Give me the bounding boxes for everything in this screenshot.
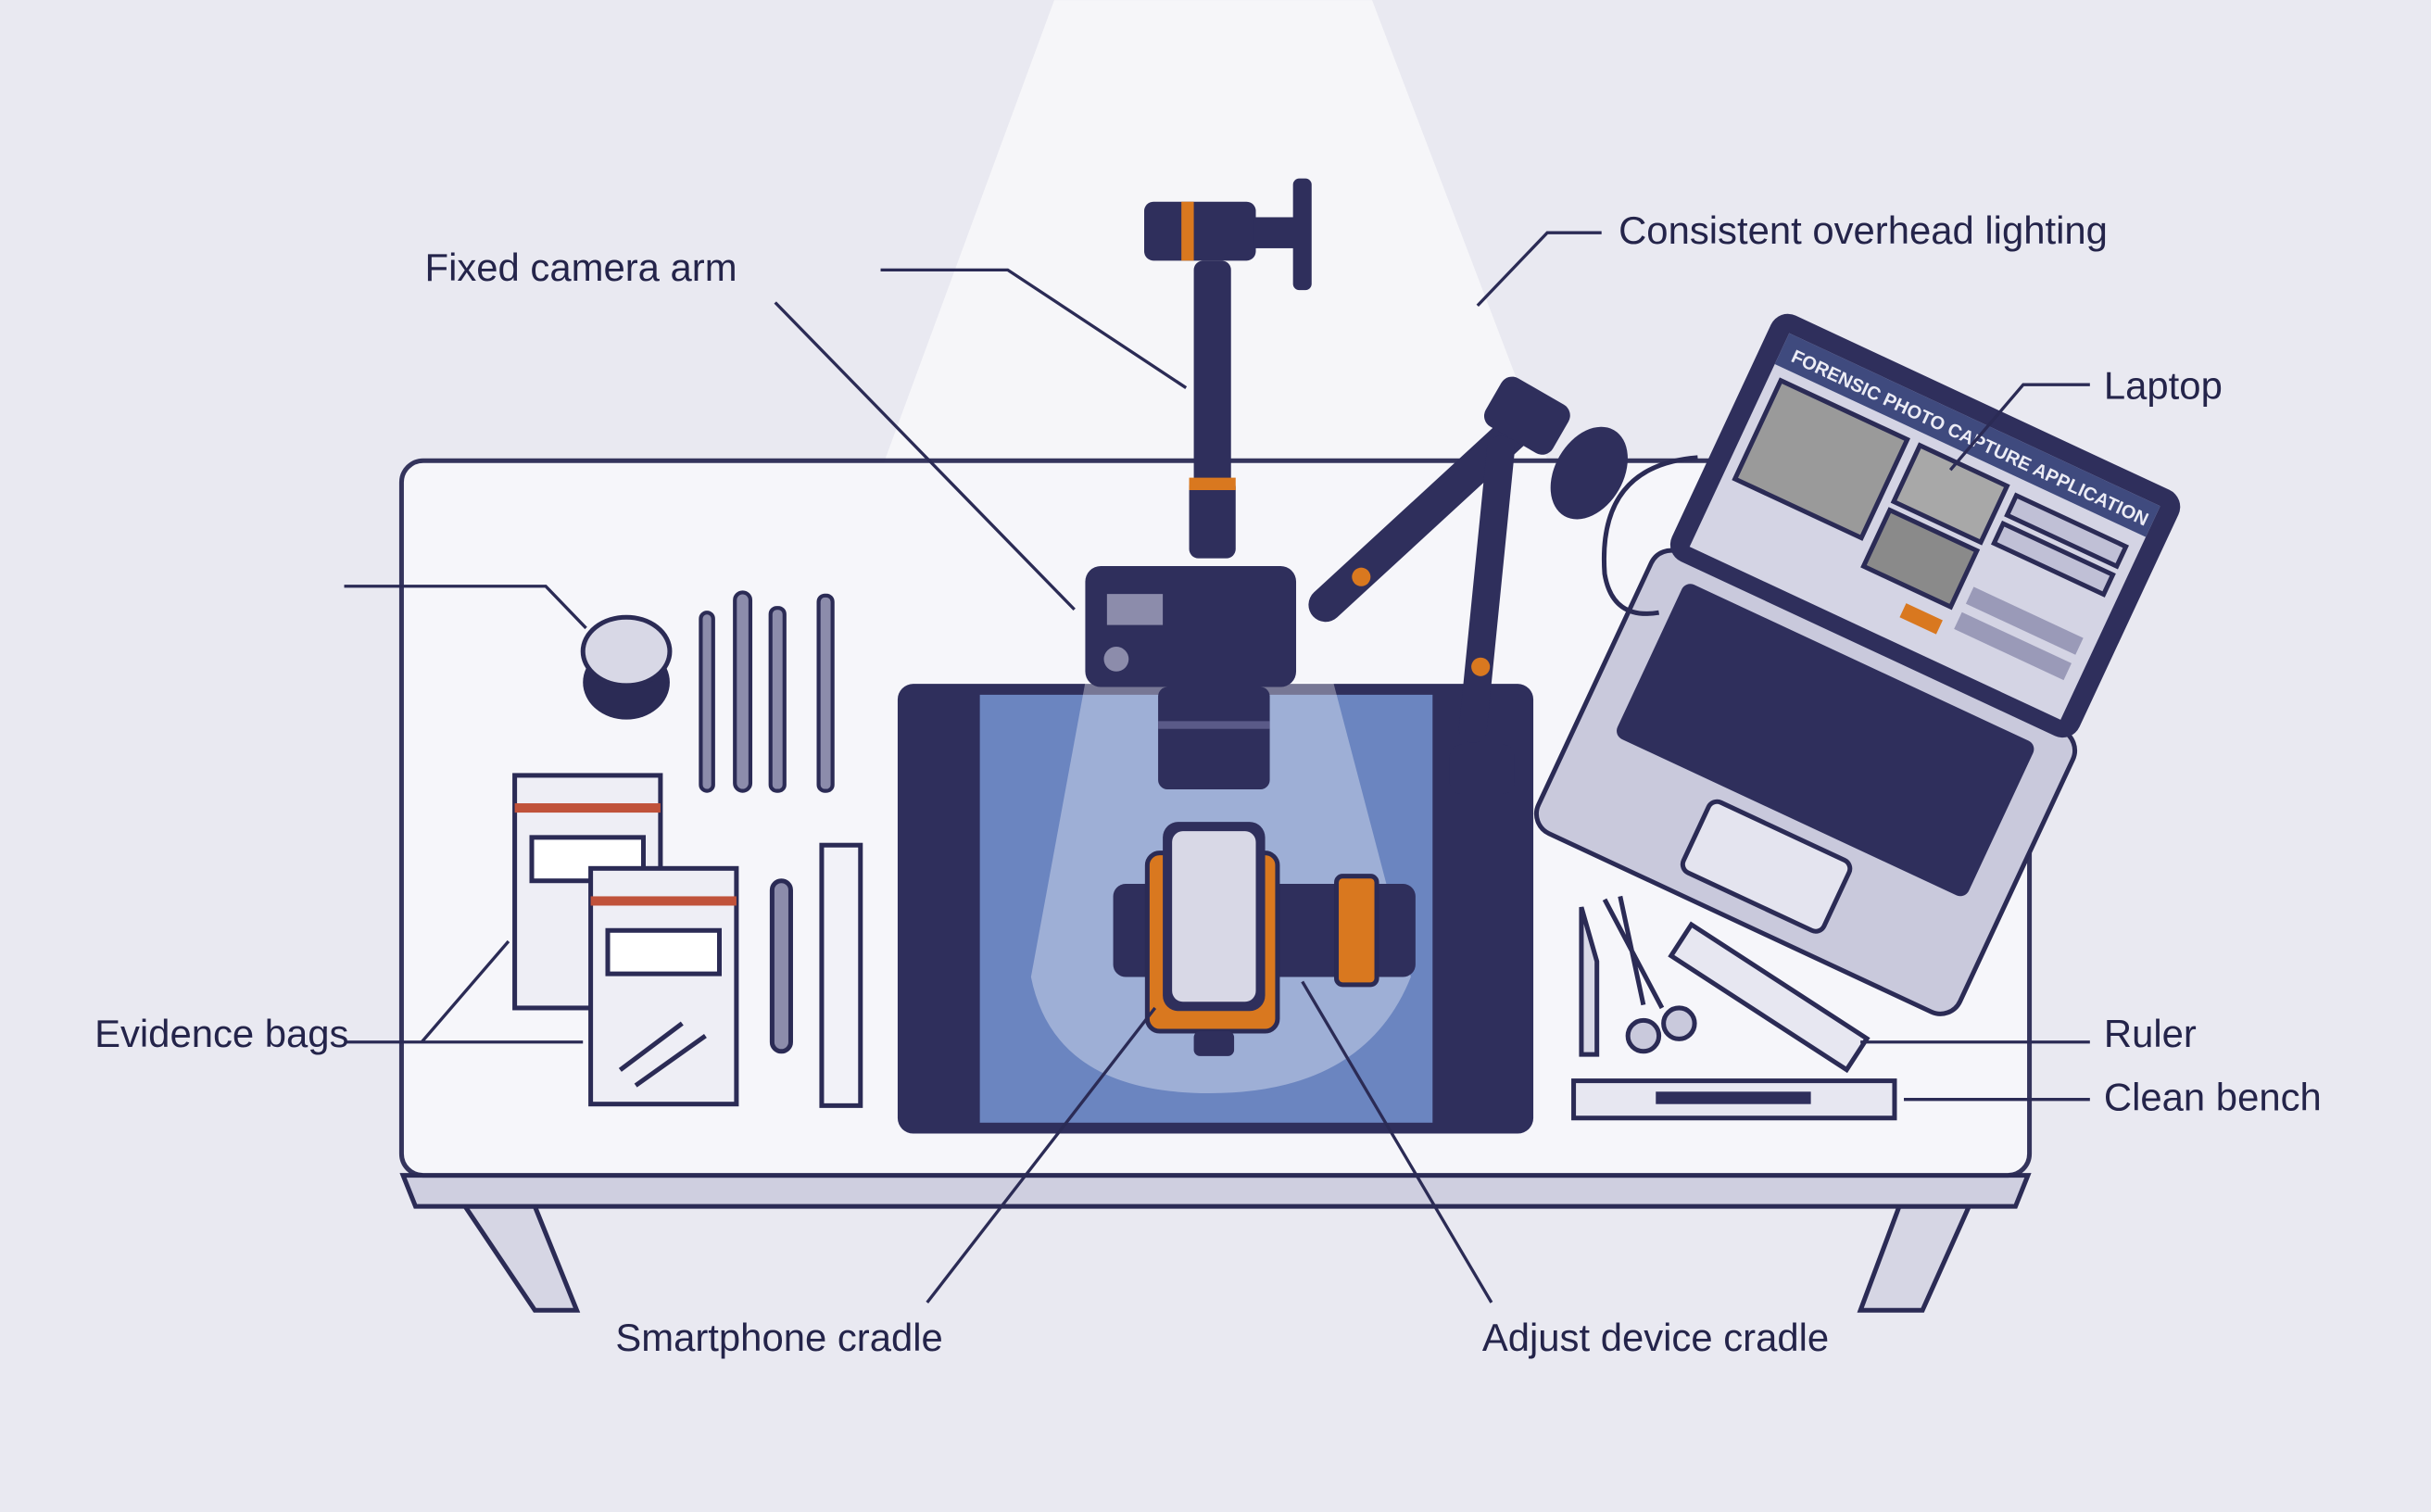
vertical-scale-ruler-icon	[819, 842, 863, 1108]
label-evidence-bags: Evidence bags	[94, 1012, 348, 1055]
lens-cap-icon	[580, 614, 673, 720]
label-smartphone-cradle: Smartphone cradle	[615, 1316, 942, 1359]
laptop-icon: FORENSIC PHOTO CAPTURE APPLICATION	[1533, 313, 2181, 1016]
scale-bar-icon	[1571, 1078, 1897, 1121]
angled-ruler-icon	[1668, 921, 1870, 1074]
evidence-bags-icon	[512, 773, 739, 1107]
scissors-icon	[1602, 895, 1697, 1054]
callout-leader-lines	[344, 231, 2090, 1304]
label-adjust-device-cradle: Adjust device cradle	[1482, 1316, 1829, 1359]
laptop-cable	[1601, 455, 1698, 616]
label-clean-bench: Clean bench	[2104, 1075, 2322, 1118]
articulating-arm-icon	[1308, 376, 1628, 794]
label-ruler: Ruler	[2104, 1012, 2197, 1055]
tweezers-tools-icon	[699, 590, 835, 793]
smartphone-cradle-icon	[1113, 822, 1416, 1056]
pen-icon	[769, 878, 793, 1054]
label-overhead-lighting: Consistent overhead lighting	[1619, 208, 2108, 252]
knife-icon	[1579, 906, 1600, 1057]
label-laptop: Laptop	[2104, 363, 2223, 407]
fixed-camera-arm-icon	[1085, 178, 1312, 789]
label-fixed-camera-arm: Fixed camera arm	[425, 246, 737, 289]
